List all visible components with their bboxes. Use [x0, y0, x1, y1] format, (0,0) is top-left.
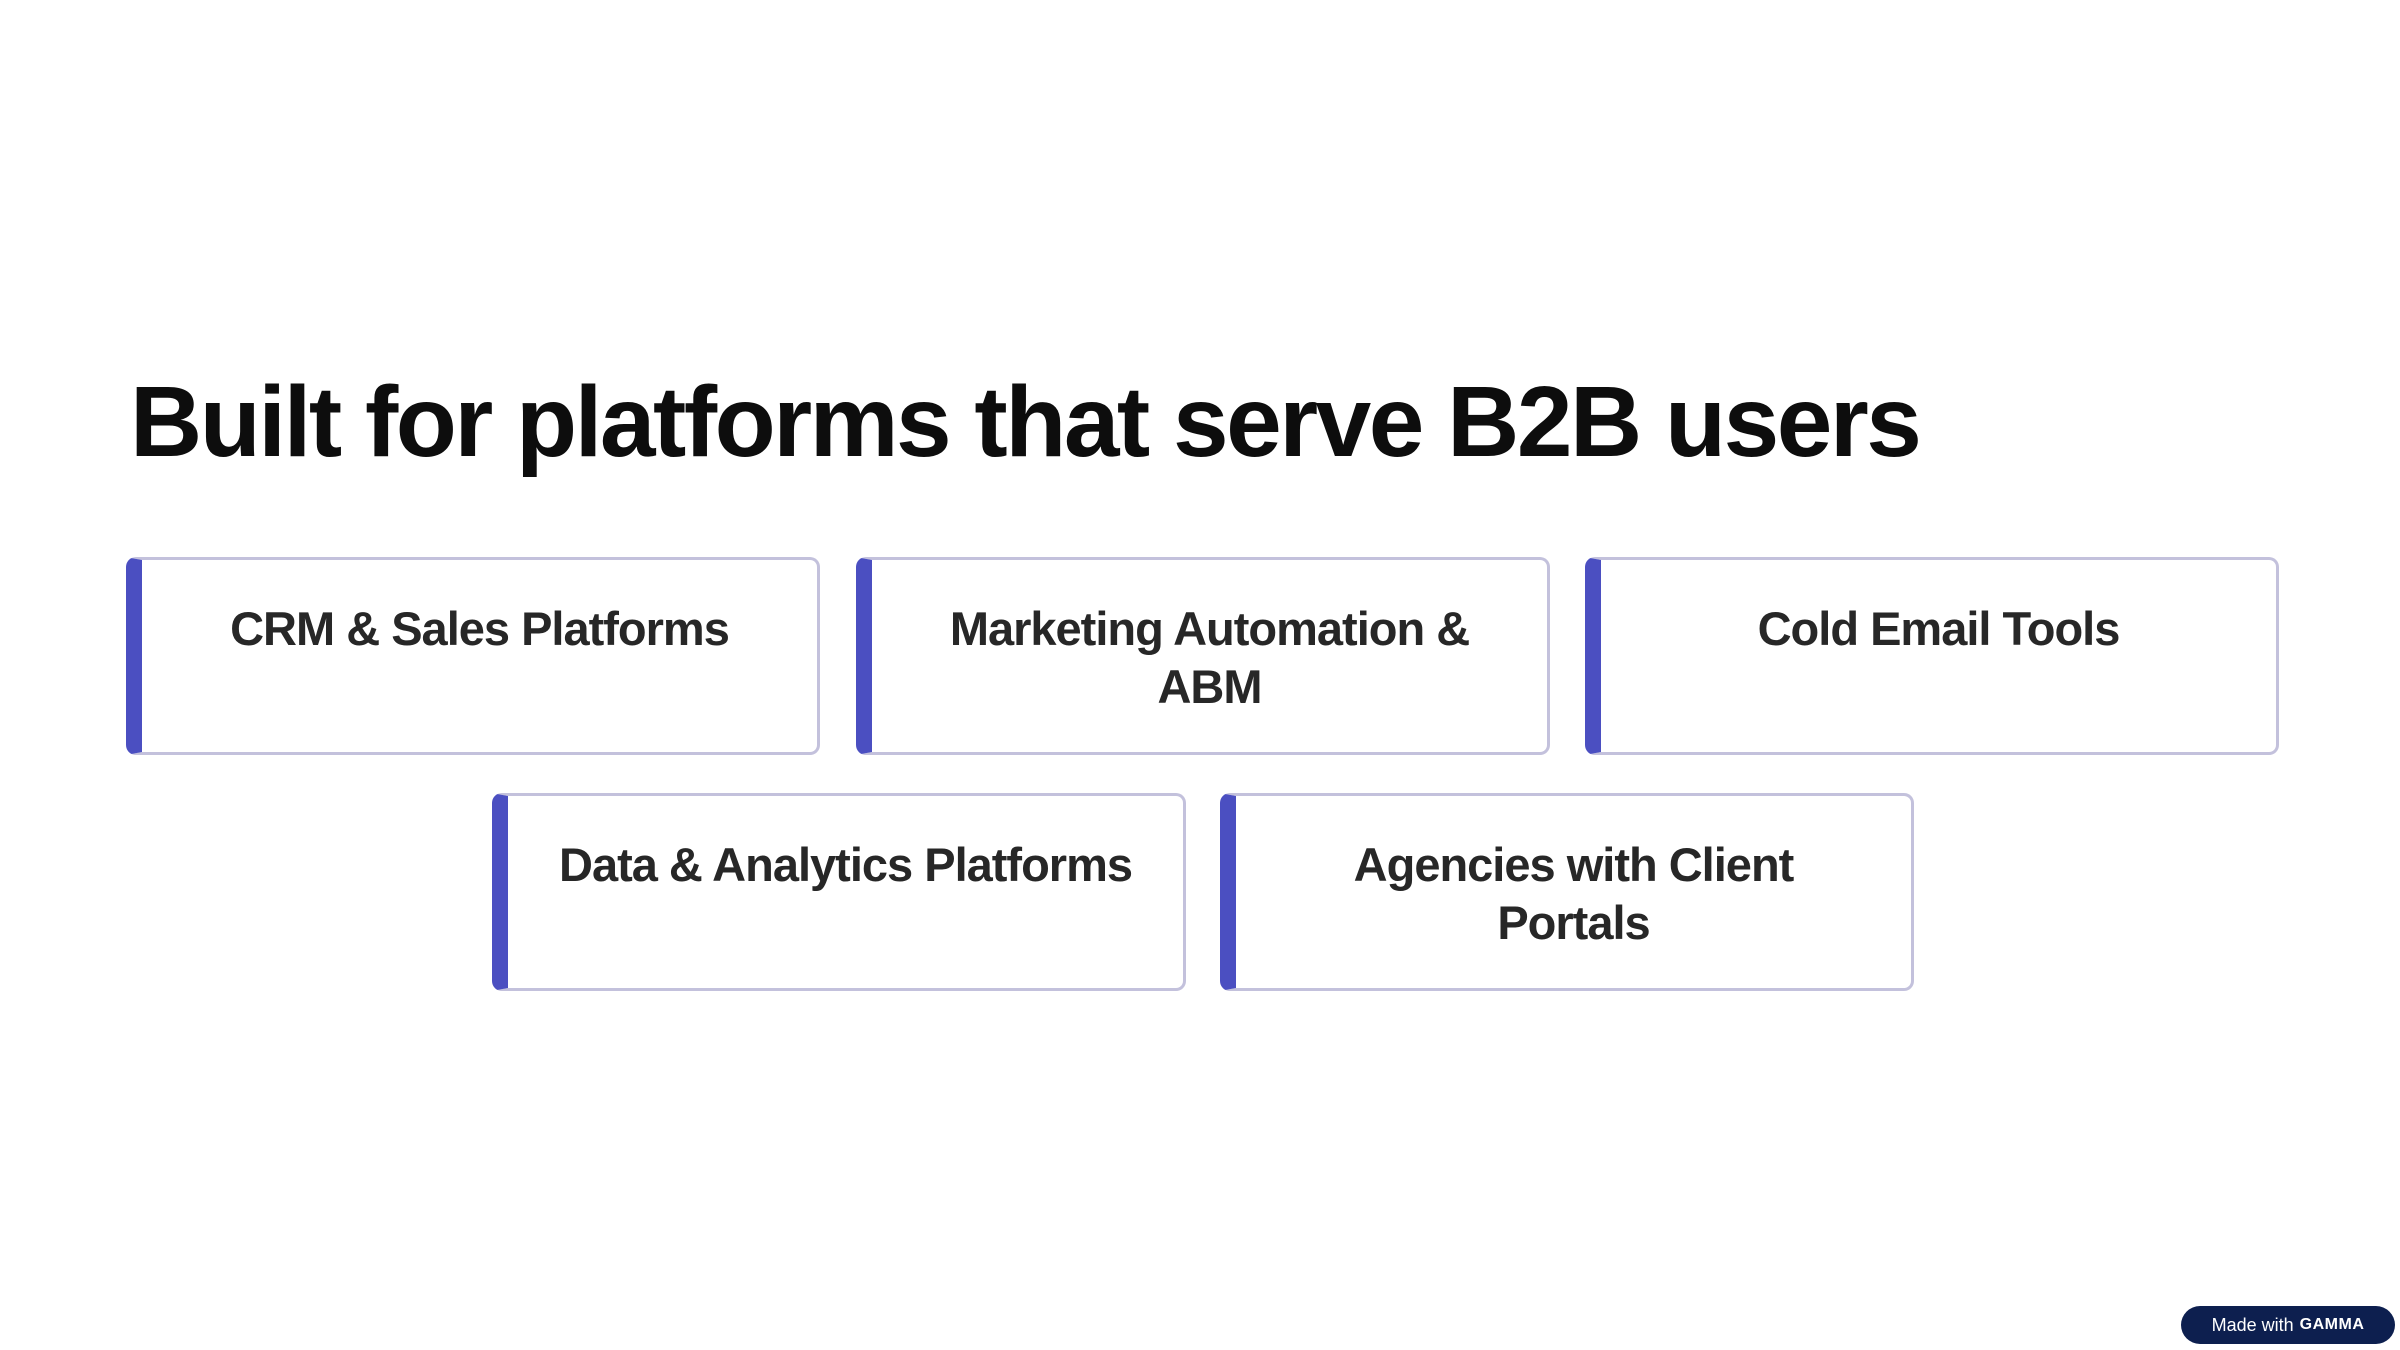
badge-prefix: Made with — [2211, 1314, 2294, 1335]
card-label: CRM & Sales Platforms — [230, 602, 730, 655]
card-label: Marketing Automation & ABM — [949, 602, 1470, 713]
card-agencies-client-portals: Agencies with Client Portals — [1220, 793, 1914, 991]
card-data-analytics-platforms: Data & Analytics Platforms — [492, 793, 1186, 991]
card-crm-sales-platforms: CRM & Sales Platforms — [126, 557, 820, 755]
card-cold-email-tools: Cold Email Tools — [1585, 557, 2279, 755]
card-label: Data & Analytics Platforms — [559, 838, 1133, 891]
slide-title: Built for platforms that serve B2B users — [130, 366, 1922, 478]
made-with-gamma-badge[interactable]: Made with GAMMA — [2181, 1306, 2395, 1344]
card-label: Agencies with Client Portals — [1353, 838, 1795, 949]
card-label: Cold Email Tools — [1757, 602, 2121, 655]
gamma-logo: GAMMA — [2299, 1316, 2365, 1333]
card-marketing-automation-abm: Marketing Automation & ABM — [856, 557, 1550, 755]
